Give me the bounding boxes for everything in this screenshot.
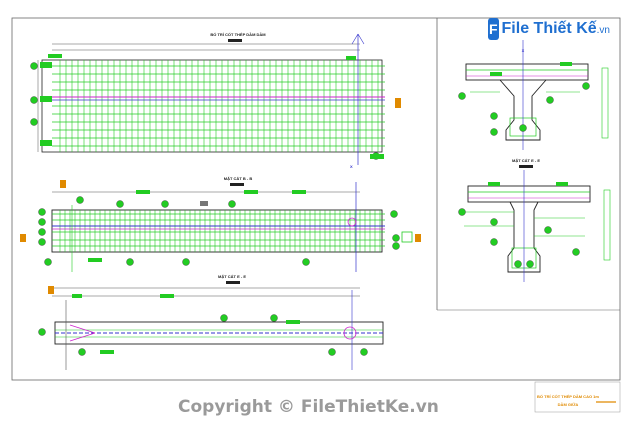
cross-section-bottom <box>458 170 611 282</box>
logo-text: File Thiết Kế.vn <box>502 20 610 38</box>
svg-text:X: X <box>522 48 525 53</box>
section-b-scale <box>230 183 244 186</box>
copyright-watermark: Copyright © FileThietKe.vn <box>178 397 439 417</box>
outer-frame <box>11 17 621 381</box>
logo-domain: .vn <box>596 25 610 36</box>
logo-icon: F <box>488 18 499 40</box>
section-right-label: MẶT CẮT E - E <box>512 158 540 163</box>
elevation-bottom <box>38 286 384 370</box>
elevation-middle <box>20 180 421 272</box>
section-e-label: MẶT CẮT E - E <box>218 274 246 279</box>
section-b-label: MẶT CẮT B - B <box>224 176 253 181</box>
title-block-frame <box>534 381 621 413</box>
cross-section-top: X <box>458 40 609 150</box>
section-right-scale <box>519 165 533 168</box>
section-e-scale <box>226 281 240 284</box>
watermark-logo: F File Thiết Kế.vn <box>488 14 610 44</box>
plan-view-top: X <box>30 33 401 169</box>
title-block-line2: DẦM GIỮA <box>558 402 579 407</box>
logo-name: File Thiết Kế <box>501 20 597 37</box>
plan-title: BỐ TRÍ CỐT THÉP DẦM DẦM <box>210 32 266 37</box>
title-block-line1: BỐ TRÍ CỐT THÉP DẦM CAO 1m <box>537 394 599 399</box>
plan-title-scale <box>228 39 242 42</box>
svg-text:X: X <box>350 164 353 169</box>
